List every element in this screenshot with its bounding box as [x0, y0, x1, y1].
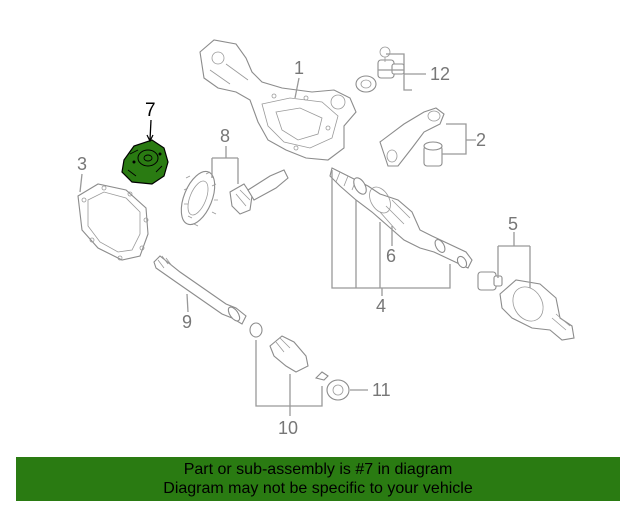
callout-11: 11	[372, 380, 391, 400]
callout-12: 12	[430, 64, 450, 84]
cv-joint-part[interactable]	[477, 271, 575, 341]
leader-lines	[79, 53, 531, 416]
ring-pinion-gear-part[interactable]	[175, 167, 289, 229]
callout-1: 1	[294, 58, 304, 78]
callout-2: 2	[476, 130, 486, 150]
differential-case-part[interactable]	[121, 139, 169, 185]
callout-10: 10	[278, 418, 298, 438]
axle-shaft-part[interactable]	[153, 255, 247, 325]
callout-3: 3	[77, 154, 87, 174]
callout-5: 5	[508, 214, 518, 234]
banner-line-part: Part or sub-assembly is #7 in diagram	[183, 461, 453, 478]
drive-axle-part[interactable]	[329, 167, 473, 269]
axle-nut-part[interactable]	[326, 379, 350, 401]
parts-diagram: 1 12 2 3 7 8 6 4 5 9 10 11	[77, 39, 575, 438]
callout-labels: 1 12 2 3 7 8 6 4 5 9 10 11	[77, 58, 518, 438]
callout-4: 4	[376, 296, 386, 316]
callout-6: 6	[386, 246, 396, 266]
mount-bracket-part[interactable]	[379, 107, 445, 167]
callout-9: 9	[182, 312, 192, 332]
callout-7: 7	[145, 100, 156, 121]
axle-housing-part[interactable]	[199, 39, 357, 161]
banner-line-disclaimer: Diagram may not be specific to your vehi…	[163, 480, 473, 497]
diagram-notice-banner: Part or sub-assembly is #7 in diagram Di…	[16, 457, 620, 501]
vent-fitting-part[interactable]	[355, 46, 405, 93]
differential-cover-part[interactable]	[77, 183, 149, 261]
stub-shaft-part[interactable]	[249, 322, 329, 381]
callout-8: 8	[220, 126, 230, 146]
